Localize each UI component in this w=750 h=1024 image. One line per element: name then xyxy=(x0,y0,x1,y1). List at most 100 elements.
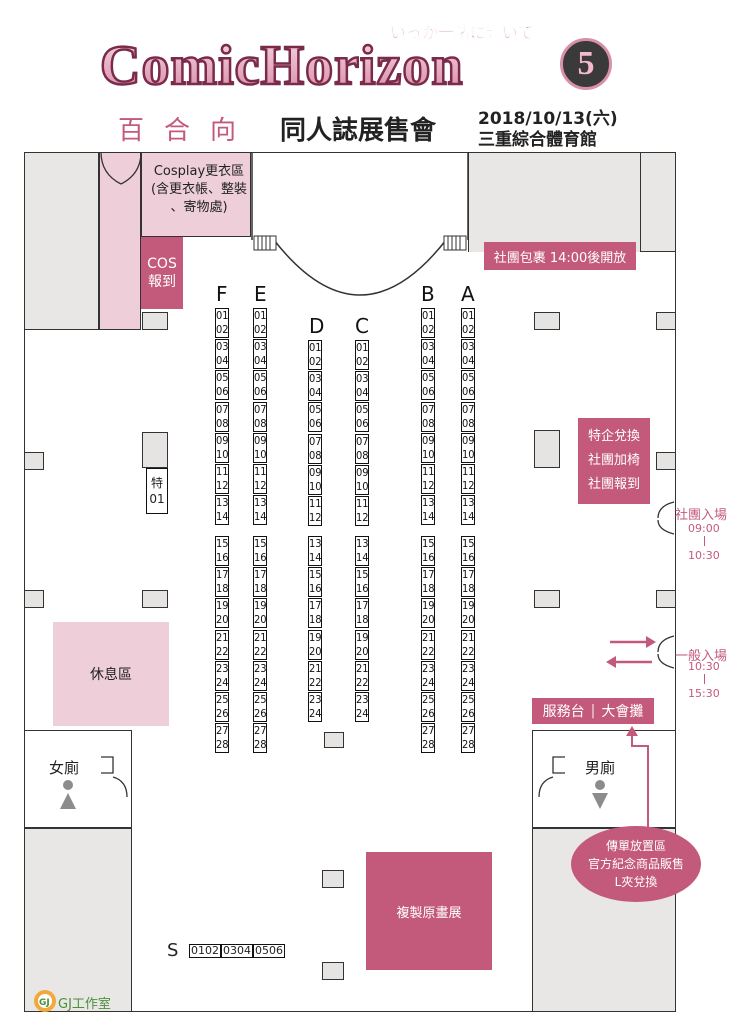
s-booth[interactable]: 0506 xyxy=(253,944,285,958)
booth-number: 01 xyxy=(254,309,267,322)
booth-number: 19 xyxy=(254,599,267,613)
booth-number: 17 xyxy=(309,599,322,613)
booth-number: 09 xyxy=(309,465,322,479)
booth-number: 01 xyxy=(422,309,435,322)
service-desk-right: 大會攤 xyxy=(601,704,644,720)
booth-number: 13 xyxy=(254,496,267,510)
booth-number: 05 xyxy=(216,371,229,385)
s-booth[interactable]: 0102 xyxy=(189,944,221,958)
booth-number: 10 xyxy=(422,447,435,461)
service-desk-left: 服務台 xyxy=(542,704,585,720)
circle-entrance-timeline xyxy=(704,536,705,546)
booth-number: 15 xyxy=(462,537,475,550)
booth-number: 03 xyxy=(462,340,475,354)
booth-number: 14 xyxy=(356,551,369,564)
booth-number: 07 xyxy=(216,402,229,416)
flyer-zone: 傳單放置區 官方紀念商品販售 L夾兌換 xyxy=(571,826,701,902)
s-booth[interactable]: 0304 xyxy=(221,944,253,958)
special-booth[interactable]: 特 01 xyxy=(146,468,168,514)
